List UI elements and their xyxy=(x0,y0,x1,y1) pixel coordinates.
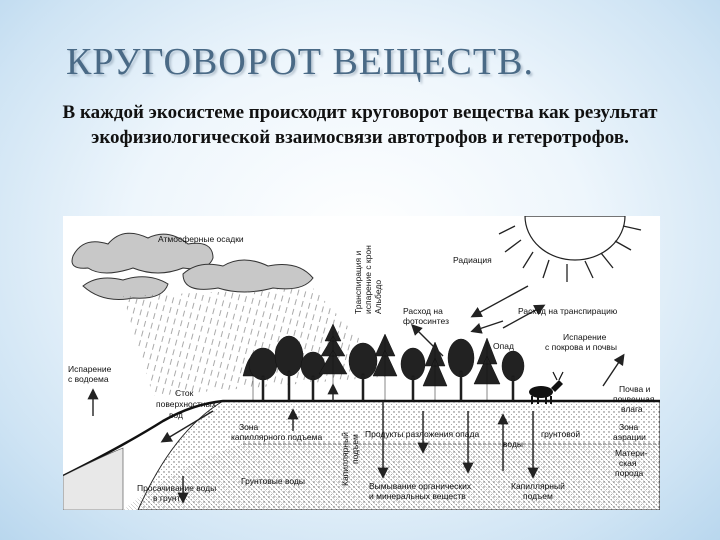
slide-subtitle: В каждой экосистеме происходит круговоро… xyxy=(30,100,690,150)
label-transpiration-1: Транспирация и xyxy=(353,251,363,314)
elk-icon xyxy=(529,372,563,404)
water-cycle-diagram: Атмосферные осадки Радиация Транспирация… xyxy=(63,216,660,510)
label-soil-moisture-1: Почва и xyxy=(619,384,651,394)
label-transpiration-use: Расход на транспирацию xyxy=(518,306,618,316)
label-bedrock-3: порода xyxy=(615,468,644,478)
label-capillary-zone-2: капиллярного подъема xyxy=(231,432,322,442)
label-groundwater-flow-2: воды xyxy=(503,439,523,449)
label-radiation: Радиация xyxy=(453,255,492,265)
label-photosynthesis-1: Расход на xyxy=(403,306,443,316)
slide-title: КРУГОВОРОТ ВЕЩЕСТВ. xyxy=(66,40,534,84)
label-litter: Опад xyxy=(493,341,514,351)
label-soil-moisture-2: почвенная xyxy=(613,394,655,404)
label-capillary-rise-2: подъем xyxy=(523,491,553,501)
label-soil-moisture-3: влага xyxy=(621,404,643,414)
label-groundwater-flow: грунтовой xyxy=(541,429,580,439)
label-capillary-rise-v-1: Капиллярный xyxy=(340,432,350,486)
label-infiltration-2: в грунт xyxy=(153,493,181,503)
label-capillary-zone-1: Зона xyxy=(239,422,259,432)
label-bedrock-2: ская xyxy=(619,458,637,468)
label-aeration-1: Зона xyxy=(619,422,639,432)
water-body xyxy=(63,448,123,510)
label-capillary-rise-1: Капиллярный xyxy=(511,481,565,491)
label-runoff-2: поверхностных xyxy=(156,399,217,409)
label-runoff-3: вод xyxy=(169,410,183,420)
label-groundwater: Грунтовые воды xyxy=(241,476,305,486)
label-albedo: Альбедо xyxy=(373,280,383,314)
label-evap-water-2: с водоема xyxy=(68,374,109,384)
label-evap-soil-1: Испарение xyxy=(563,332,607,342)
label-precipitation: Атмосферные осадки xyxy=(158,234,244,244)
sun-icon xyxy=(499,216,641,282)
label-leaching-2: и минеральных веществ xyxy=(369,491,466,501)
label-evap-water-1: Испарение xyxy=(68,364,112,374)
label-evap-soil-2: с покрова и почвы xyxy=(545,342,617,352)
label-transpiration-2: испарение с крон xyxy=(363,245,373,314)
label-bedrock-1: Матери- xyxy=(615,448,648,458)
label-infiltration-1: Просачивание воды xyxy=(137,483,216,493)
label-leaching-1: Вымывание органических xyxy=(369,481,472,491)
label-aeration-2: аэрации xyxy=(613,432,646,442)
label-runoff-1: Сток xyxy=(175,388,194,398)
label-decomposition: Продукты разложения опада xyxy=(365,429,479,439)
label-photosynthesis-2: фотосинтез xyxy=(403,316,449,326)
label-capillary-rise-v-2: подъем xyxy=(350,434,360,464)
